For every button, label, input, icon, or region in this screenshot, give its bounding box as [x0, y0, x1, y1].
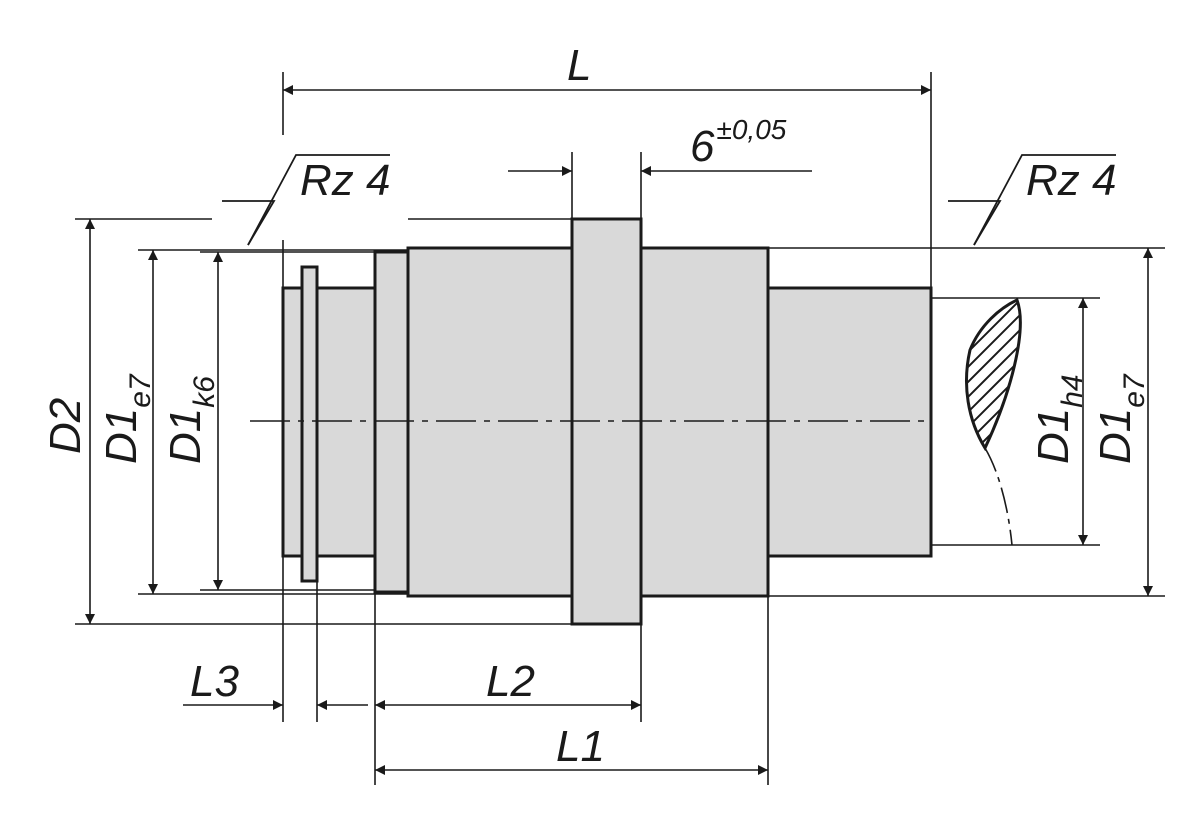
label-flange-width: 6±0,05 [690, 114, 787, 171]
label-roughness-left: Rz 4 [300, 156, 390, 205]
collar [373, 250, 410, 594]
label-roughness-right: Rz 4 [1026, 156, 1116, 205]
label-D1-e7-left: D1e7 [97, 373, 157, 464]
left-body [406, 246, 574, 598]
label-D2: D2 [41, 398, 90, 454]
retaining-ring [300, 265, 319, 583]
label-D1-k6: D1k6 [161, 376, 221, 464]
right-shaft [766, 286, 933, 558]
label-L3: L3 [190, 657, 239, 706]
label-D1-e7-right: D1e7 [1091, 373, 1151, 464]
dimension-lines [85, 85, 1153, 775]
label-L1: L1 [556, 722, 605, 771]
label-L: L [567, 41, 591, 90]
extension-lines [75, 72, 1165, 785]
label-D1-h4: D1h4 [1029, 374, 1089, 464]
roughness-symbol-left [222, 154, 390, 246]
label-L2: L2 [486, 657, 535, 706]
left-pilot [281, 286, 377, 558]
roughness-symbol-right [948, 154, 1116, 246]
right-body [639, 246, 770, 598]
